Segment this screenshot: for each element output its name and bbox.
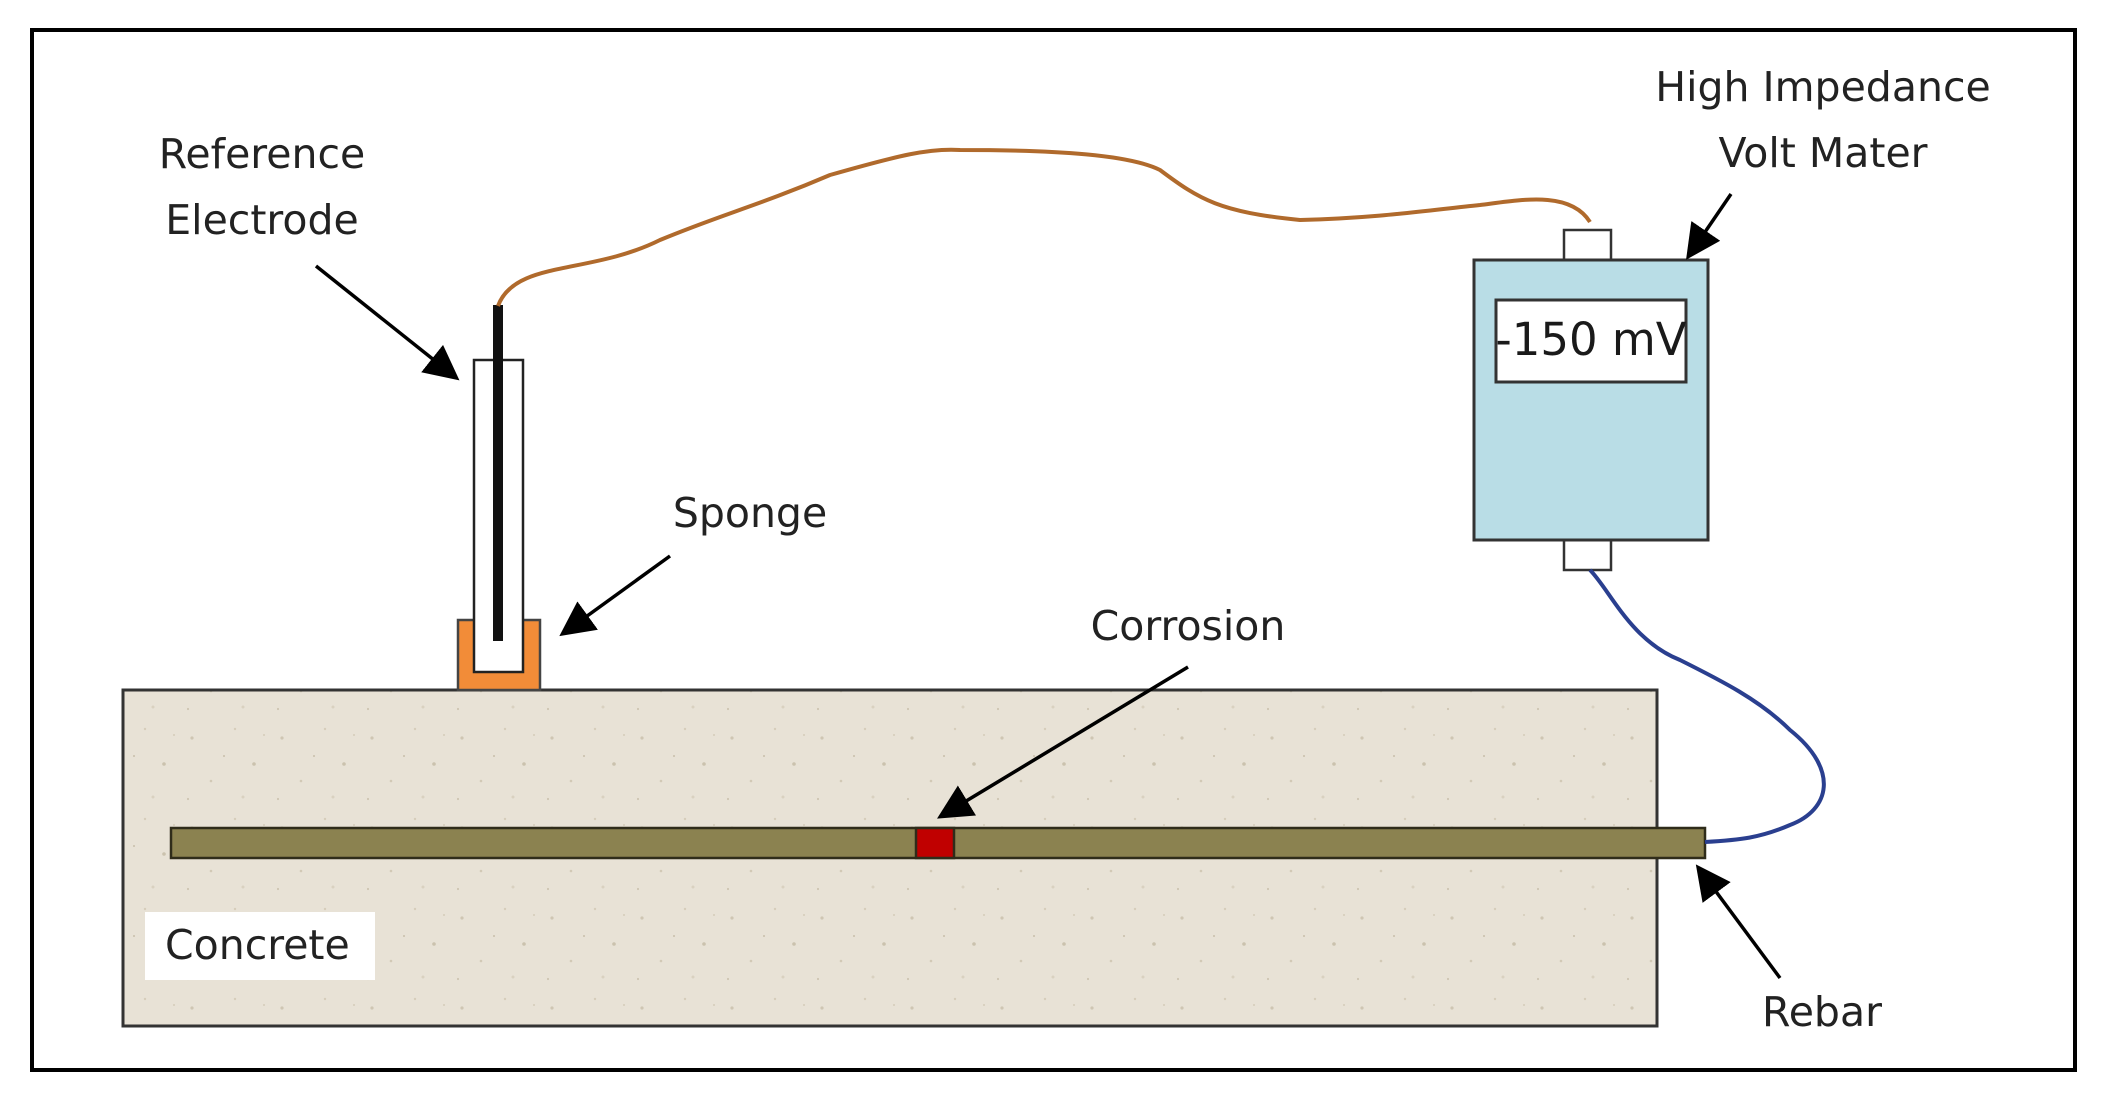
rebar-arrow (1695, 864, 1782, 980)
concrete-label: Concrete (165, 921, 350, 969)
volt-meter-label-line1: High Impedance (1655, 63, 1990, 111)
corrosion-spot (914, 826, 956, 860)
meter-top-terminal (1562, 228, 1613, 262)
wire-meter-to-rebar (1588, 568, 1826, 844)
corrosion-label: Corrosion (1091, 602, 1286, 650)
reference-electrode-label-line1: Reference (159, 130, 365, 178)
rebar-label: Rebar (1762, 988, 1882, 1036)
wire-electrode-to-meter (496, 147, 1592, 307)
sponge-arrow (559, 554, 672, 637)
reference-electrode-arrow (314, 264, 460, 381)
corrosion-arrow (937, 665, 1189, 819)
reference-electrode-label-line2: Electrode (165, 196, 358, 244)
volt-meter-reading: -150 mV (1495, 313, 1686, 366)
volt-meter-display (1494, 298, 1688, 384)
sponge-label: Sponge (673, 489, 827, 537)
concrete-label-box (145, 912, 375, 980)
reference-electrode-rod (493, 305, 503, 641)
volt-meter-label-line2: Volt Mater (1718, 129, 1927, 177)
volt-meter-arrow (1686, 193, 1733, 260)
meter-bottom-terminal (1562, 538, 1613, 572)
